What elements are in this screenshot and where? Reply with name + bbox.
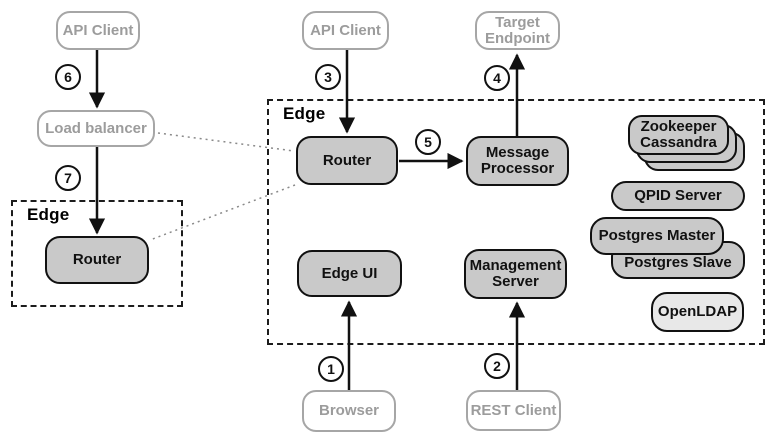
api-client-mid-label: API Client (310, 21, 381, 39)
node-api-client-left: API Client (56, 11, 140, 50)
api-client-left-label: API Client (62, 21, 134, 39)
browser-label: Browser (318, 402, 380, 419)
node-router-left: Router (45, 236, 149, 284)
step-badge-6: 6 (55, 64, 81, 90)
node-api-client-mid: API Client (302, 11, 389, 50)
openldap-label: OpenLDAP (657, 303, 738, 320)
step-badge-4: 4 (484, 65, 510, 91)
target-endpoint-label-line1: Target (495, 13, 540, 31)
node-target-endpoint: Target Endpoint (475, 11, 560, 50)
step-badge-1: 1 (318, 356, 344, 382)
node-edge-ui: Edge UI (297, 250, 402, 297)
target-endpoint-label-line2: Endpoint (485, 29, 550, 47)
zookeeper-label: Zookeeper (640, 118, 717, 135)
management-server-label-line2: Server (492, 273, 539, 290)
edge-group-main-label: Edge (283, 104, 326, 123)
rest-client-label: REST Client (470, 401, 557, 419)
router-left-label: Router (72, 251, 122, 268)
step-badge-7: 7 (55, 165, 81, 191)
node-management-server: Management Server (464, 249, 567, 299)
node-browser: Browser (302, 390, 396, 432)
edge-ui-label: Edge UI (321, 264, 378, 282)
node-openldap: OpenLDAP (651, 292, 744, 332)
load-balancer-label: Load balancer (45, 119, 147, 137)
router-main-label: Router (322, 151, 372, 169)
message-processor-label-line2: Processor (480, 160, 555, 177)
node-postgres-master: Postgres Master (590, 217, 724, 255)
step-badge-5: 5 (415, 129, 441, 155)
step-badge-2: 2 (484, 353, 510, 379)
node-qpid-server: QPID Server (611, 181, 745, 211)
cassandra-label: Cassandra (640, 134, 717, 151)
postgres-slave-label: Postgres Slave (624, 254, 732, 271)
qpid-server-label: QPID Server (634, 187, 722, 204)
message-processor-label-line1: Message (485, 144, 550, 161)
management-server-label-line1: Management (469, 257, 562, 274)
step-badge-3: 3 (315, 64, 341, 90)
edge-group-left-label: Edge (27, 205, 70, 224)
node-message-processor: Message Processor (466, 136, 569, 186)
node-zookeeper-cassandra: Zookeeper Cassandra (628, 115, 729, 155)
node-rest-client: REST Client (466, 390, 561, 431)
postgres-master-label: Postgres Master (598, 227, 716, 244)
node-load-balancer: Load balancer (37, 110, 155, 147)
node-router-main: Router (296, 136, 398, 185)
